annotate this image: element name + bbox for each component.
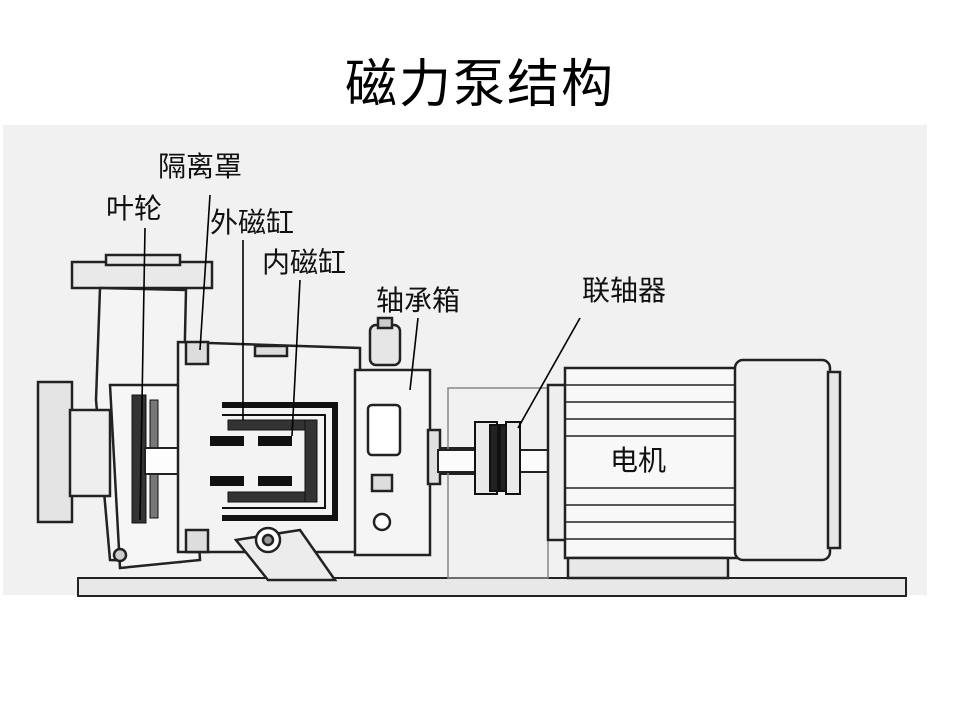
motor — [546, 358, 842, 580]
leader-bearing-box — [409, 317, 419, 391]
outer-magnet — [227, 419, 318, 503]
label-separation-shield: 隔离罩 — [158, 150, 242, 183]
bearing-box — [353, 316, 442, 557]
page-title: 磁力泵结构 — [344, 55, 615, 115]
base-plate — [77, 577, 907, 597]
leader-lines — [139, 194, 581, 521]
leader-inner-magnet — [291, 279, 301, 437]
leader-coupling — [517, 317, 581, 429]
separation-shield — [222, 402, 338, 521]
coupling — [474, 421, 521, 495]
label-outer-magnet: 外磁缸 — [210, 206, 294, 239]
label-motor: 电机 — [610, 444, 666, 477]
leader-shield — [199, 194, 211, 351]
inner-magnet — [210, 436, 292, 486]
label-impeller: 叶轮 — [106, 192, 162, 225]
label-inner-magnet: 内磁缸 — [262, 246, 346, 279]
leader-impeller — [139, 227, 146, 521]
label-bearing-box: 轴承箱 — [376, 284, 460, 317]
label-coupling: 联轴器 — [582, 274, 666, 307]
